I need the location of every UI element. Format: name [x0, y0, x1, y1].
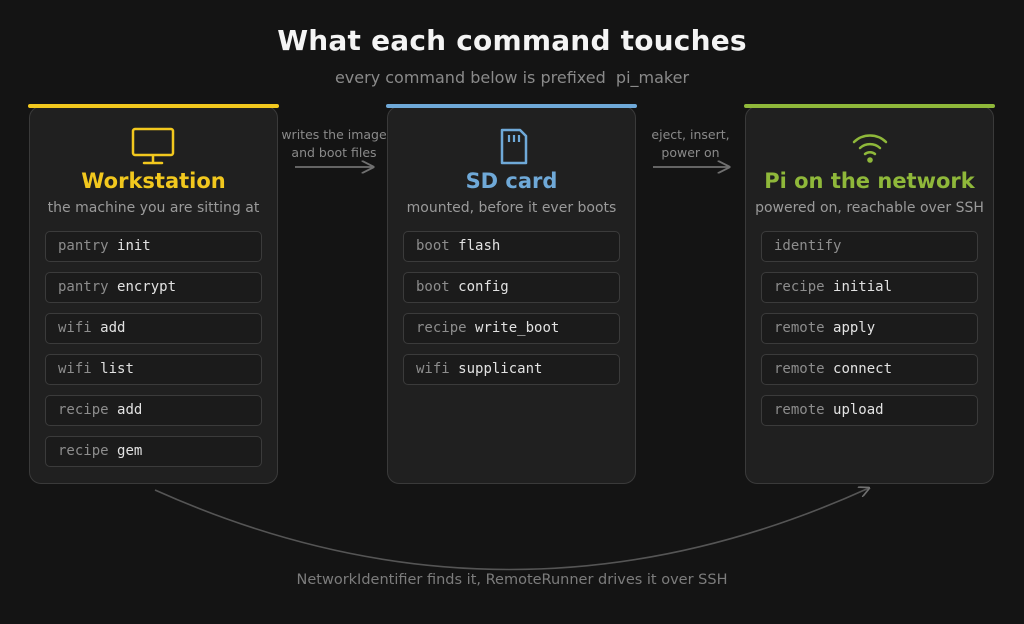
command-boot-config[interactable]: boot config	[403, 272, 620, 303]
command-prefix: pantry	[58, 238, 109, 254]
command-prefix: recipe	[416, 320, 467, 336]
command-prefix: recipe	[58, 402, 109, 418]
arrow-workstation-to-network-curve	[154, 488, 869, 571]
workstation-title: Workstation	[81, 169, 226, 193]
command-prefix: wifi	[58, 320, 92, 336]
flow-label-workstation-to-sd: writes the image and boot files	[279, 126, 389, 162]
command-prefix: remote	[774, 361, 825, 377]
network-description: powered on, reachable over SSH	[755, 200, 984, 216]
command-recipe-add[interactable]: recipe add	[45, 395, 262, 426]
sd-card-panel: SD card mounted, before it ever boots bo…	[386, 104, 637, 484]
flow-label-sd-to-network: eject, insert, power on	[638, 126, 743, 162]
command-name: connect	[833, 361, 893, 377]
command-prefix: boot	[416, 279, 450, 295]
flow-label-line: power on	[661, 145, 720, 160]
flow-label-line: writes the image	[281, 127, 387, 142]
command-name: flash	[458, 238, 501, 254]
flow-label-line: eject, insert,	[651, 127, 730, 142]
command-name: add	[100, 320, 126, 336]
command-name: initial	[833, 279, 893, 295]
flow-label-line: and boot files	[291, 145, 377, 160]
command-wifi-supplicant[interactable]: wifi supplicant	[403, 354, 620, 385]
command-name: write_boot	[475, 320, 560, 336]
command-boot-flash[interactable]: boot flash	[403, 231, 620, 262]
command-prefix: boot	[416, 238, 450, 254]
command-prefix: wifi	[58, 361, 92, 377]
sd-card-description: mounted, before it ever boots	[406, 200, 617, 216]
network-title: Pi on the network	[764, 169, 975, 193]
command-identify[interactable]: identify	[761, 231, 978, 262]
command-name: encrypt	[117, 279, 177, 295]
bottom-caption: NetworkIdentifier finds it, RemoteRunner…	[296, 572, 728, 588]
sd-card-icon	[388, 127, 635, 167]
command-prefix: pantry	[58, 279, 109, 295]
command-remote-upload[interactable]: remote upload	[761, 395, 978, 426]
wifi-icon	[746, 127, 993, 167]
command-name: add	[117, 402, 143, 418]
command-recipe-write-boot[interactable]: recipe write_boot	[403, 313, 620, 344]
command-wifi-list[interactable]: wifi list	[45, 354, 262, 385]
command-pantry-encrypt[interactable]: pantry encrypt	[45, 272, 262, 303]
sd-card-title: SD card	[465, 169, 558, 193]
command-prefix: recipe	[774, 279, 825, 295]
command-prefix: identify	[774, 238, 842, 254]
command-recipe-gem[interactable]: recipe gem	[45, 436, 262, 467]
command-name: list	[100, 361, 134, 377]
command-remote-apply[interactable]: remote apply	[761, 313, 978, 344]
command-prefix: remote	[774, 320, 825, 336]
command-prefix: remote	[774, 402, 825, 418]
command-name: apply	[833, 320, 876, 336]
command-name: supplicant	[458, 361, 543, 377]
command-prefix: wifi	[416, 361, 450, 377]
sd-card-accent-bar	[386, 104, 637, 108]
workstation-accent-bar	[28, 104, 279, 108]
workstation-panel: Workstation the machine you are sitting …	[28, 104, 279, 484]
page-title: What each command touches	[277, 24, 747, 57]
command-name: gem	[117, 443, 143, 459]
command-remote-connect[interactable]: remote connect	[761, 354, 978, 385]
command-name: init	[117, 238, 151, 254]
network-accent-bar	[744, 104, 995, 108]
network-panel: Pi on the network powered on, reachable …	[744, 104, 995, 484]
monitor-icon	[30, 127, 277, 167]
command-recipe-initial[interactable]: recipe initial	[761, 272, 978, 303]
command-pantry-init[interactable]: pantry init	[45, 231, 262, 262]
command-prefix: recipe	[58, 443, 109, 459]
command-name: upload	[833, 402, 884, 418]
workstation-description: the machine you are sitting at	[47, 200, 260, 216]
command-name: config	[458, 279, 509, 295]
page-subtitle: every command below is prefixed pi_maker	[334, 68, 690, 87]
command-wifi-add[interactable]: wifi add	[45, 313, 262, 344]
